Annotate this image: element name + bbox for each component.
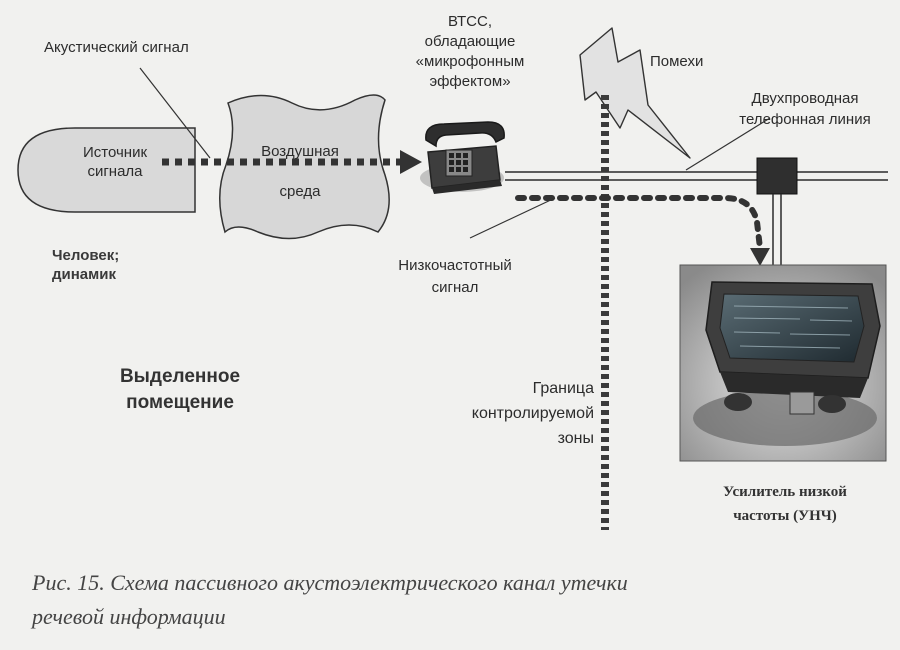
line-label-pointer — [685, 117, 771, 171]
zone-boundary-label: Граница контролируемой зоны — [444, 376, 594, 451]
acoustic-arrowhead — [400, 150, 422, 174]
zone-boundary-line2: контролируемой — [471, 405, 594, 422]
btss-line3: «микрофонным — [415, 53, 525, 70]
lf-signal-label: Низкочастотный сигнал — [370, 255, 540, 299]
amplifier-label: Усилитель низкой частоты (УНЧ) — [690, 480, 880, 528]
lf-signal-line1: Низкочастотный — [398, 257, 512, 274]
signal-source-shape — [17, 127, 196, 213]
interference-label: Помехи — [650, 53, 704, 70]
dedicated-room-line1: Выделенное — [119, 366, 241, 387]
dedicated-room-line2: помещение — [126, 392, 234, 413]
telephone-line-line2: телефонная линия — [739, 111, 871, 128]
figure-caption: Рис. 15. Схема пассивного акустоэлектрич… — [32, 566, 882, 634]
lf-signal-arrowhead — [750, 248, 770, 266]
zone-boundary-line3: зоны — [557, 430, 594, 447]
signal-source-label: Источник сигнала — [40, 143, 190, 181]
btss-line2: обладающие — [424, 33, 516, 50]
amplifier-line1: Усилитель низкой — [723, 484, 847, 500]
dedicated-room-label: Выделенное помещение — [80, 364, 280, 416]
junction-box-icon — [756, 157, 798, 195]
btss-line4: эффектом» — [429, 73, 511, 90]
caption-line1: Рис. 15. Схема пассивного акустоэлектрич… — [32, 570, 628, 595]
person-speaker-line1: Человек; — [52, 247, 120, 264]
person-speaker-label: Человек; динамик — [52, 246, 119, 284]
lf-signal-dotted-path — [515, 194, 763, 251]
air-medium-line1: Воздушная — [261, 143, 339, 160]
air-medium-line2: среда — [279, 183, 321, 200]
lf-label-pointer — [469, 197, 556, 239]
signal-source-line1: Источник — [82, 144, 148, 161]
zone-boundary-line1: Граница — [532, 380, 594, 397]
amplifier-line2: частоты (УНЧ) — [733, 508, 837, 524]
amplifier-device-icon — [679, 264, 887, 462]
telephone-line-label: Двухпроводная телефонная линия — [725, 88, 885, 130]
lf-signal-line2: сигнал — [431, 279, 479, 296]
acoustic-signal-label: Акустический сигнал — [44, 39, 189, 56]
signal-source-line2: сигнала — [87, 163, 143, 180]
lightning-icon — [579, 27, 691, 159]
btss-label: ВТСС, обладающие «микрофонным эффектом» — [400, 12, 540, 92]
air-medium-label: Воздушная среда — [240, 132, 360, 212]
person-speaker-line2: динамик — [52, 266, 116, 283]
telephone-line-line1: Двухпроводная — [751, 90, 859, 107]
btss-line1: ВТСС, — [448, 13, 492, 30]
telephone-icon — [420, 121, 505, 194]
acoustic-signal-pointer — [139, 67, 211, 159]
air-medium-shape — [219, 94, 390, 240]
caption-line2: речевой информации — [32, 604, 226, 629]
